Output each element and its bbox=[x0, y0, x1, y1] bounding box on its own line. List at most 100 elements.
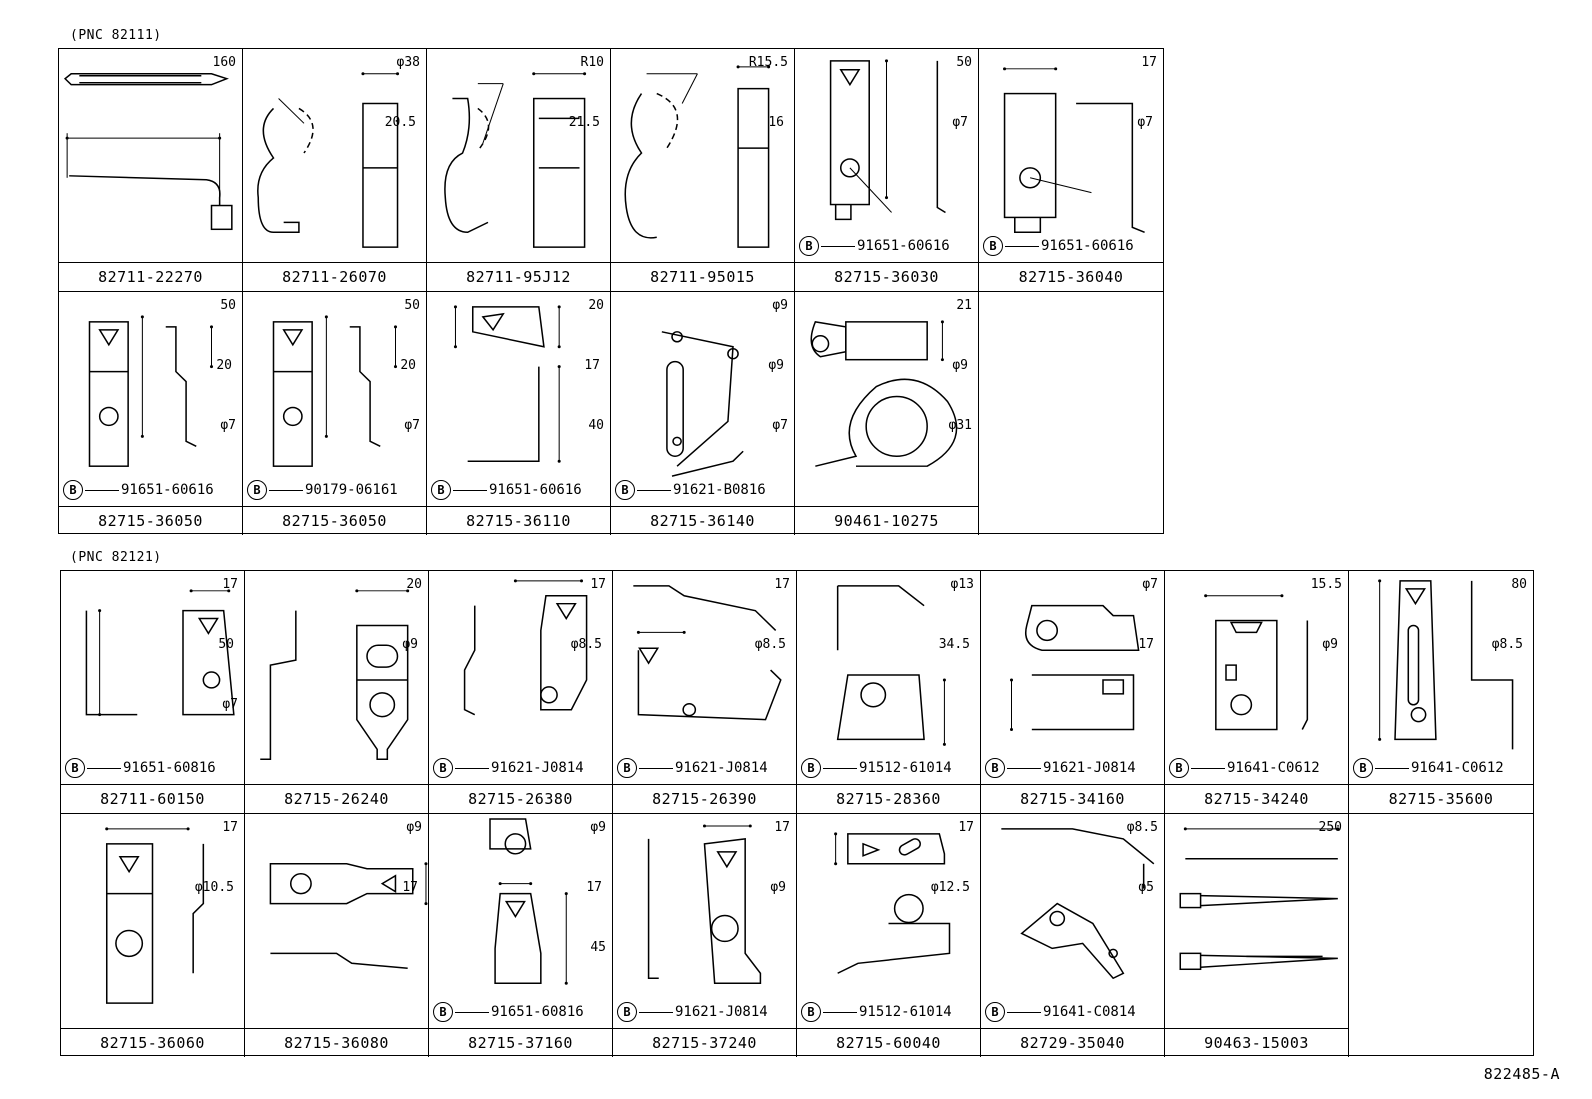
leader-line bbox=[269, 489, 303, 491]
leader-line bbox=[823, 1011, 857, 1013]
leader-line bbox=[639, 767, 673, 769]
part-illustration bbox=[647, 824, 762, 984]
dimension-label: φ8.5 bbox=[570, 637, 602, 652]
bolt-part-number: 91651-60616 bbox=[857, 238, 950, 254]
leader-line bbox=[639, 1011, 673, 1013]
dimension-label: 17 bbox=[222, 820, 238, 835]
part-illustration bbox=[1204, 594, 1309, 731]
bolt-callout: B 91651-60816 bbox=[433, 1002, 584, 1022]
dimension-label: 21.5 bbox=[568, 115, 600, 130]
part-illustration bbox=[453, 305, 561, 463]
part-illustration bbox=[444, 72, 587, 248]
leader-line bbox=[1007, 1011, 1041, 1013]
part-illustration bbox=[624, 65, 771, 248]
bolt-part-number: 91512-61014 bbox=[859, 760, 952, 776]
bolt-callout: B 91651-60816 bbox=[65, 758, 216, 778]
part-number: 82715-36050 bbox=[243, 506, 426, 535]
part-number: 82715-34160 bbox=[981, 784, 1164, 813]
part-illustration bbox=[88, 315, 214, 467]
part-illustration bbox=[1003, 67, 1145, 234]
part-number: 82715-26380 bbox=[429, 784, 612, 813]
dimension-label: φ12.5 bbox=[930, 880, 970, 895]
part-illustration bbox=[489, 818, 568, 985]
bolt-part-number: 91621-J0814 bbox=[675, 760, 768, 776]
leader-line bbox=[455, 1011, 489, 1013]
dimension-label: φ9 bbox=[770, 880, 786, 895]
dimension-label: 50 bbox=[220, 298, 236, 313]
dimension-label: 17 bbox=[774, 820, 790, 835]
bolt-part-number: 91651-60816 bbox=[491, 1004, 584, 1020]
part-illustration bbox=[269, 862, 428, 970]
part-number: 82711-26070 bbox=[243, 262, 426, 291]
bolt-marker-icon: B bbox=[433, 758, 453, 778]
dimension-label: 20 bbox=[588, 298, 604, 313]
leader-line bbox=[85, 489, 119, 491]
dimension-label: 17 bbox=[586, 880, 602, 895]
leader-line bbox=[1191, 767, 1225, 769]
bolt-marker-icon: B bbox=[801, 758, 821, 778]
dimension-label: 40 bbox=[588, 418, 604, 433]
part-number: 82711-95015 bbox=[611, 262, 794, 291]
pnc-label-82111: (PNC 82111) bbox=[70, 28, 162, 43]
dimension-label: 17 bbox=[1138, 637, 1154, 652]
bolt-marker-icon: B bbox=[433, 1002, 453, 1022]
part-illustration bbox=[272, 315, 398, 467]
bolt-marker-icon: B bbox=[63, 480, 83, 500]
dimension-label: 20 bbox=[406, 577, 422, 592]
part-number: 82715-28360 bbox=[797, 784, 980, 813]
dimension-label: 17 bbox=[584, 358, 600, 373]
dimension-label: φ9 bbox=[402, 637, 418, 652]
part-illustration bbox=[1179, 827, 1340, 971]
part-illustration bbox=[463, 579, 588, 716]
dimension-label: φ9 bbox=[952, 358, 968, 373]
dimension-label: 45 bbox=[590, 940, 606, 955]
part-number: 82715-36110 bbox=[427, 506, 610, 535]
dimension-label: φ5 bbox=[1138, 880, 1154, 895]
part-drawing: 20 φ9 bbox=[245, 571, 428, 784]
part-number: 82715-35600 bbox=[1349, 784, 1533, 813]
bolt-part-number: 91621-J0814 bbox=[491, 760, 584, 776]
bolt-part-number: 91651-60816 bbox=[123, 760, 216, 776]
dimension-label: 250 bbox=[1318, 820, 1342, 835]
part-number: 82715-36140 bbox=[611, 506, 794, 535]
part-illustration bbox=[63, 73, 233, 231]
bolt-marker-icon: B bbox=[65, 758, 85, 778]
dimension-label: 17 bbox=[958, 820, 974, 835]
part-number: 82715-60040 bbox=[797, 1028, 980, 1057]
